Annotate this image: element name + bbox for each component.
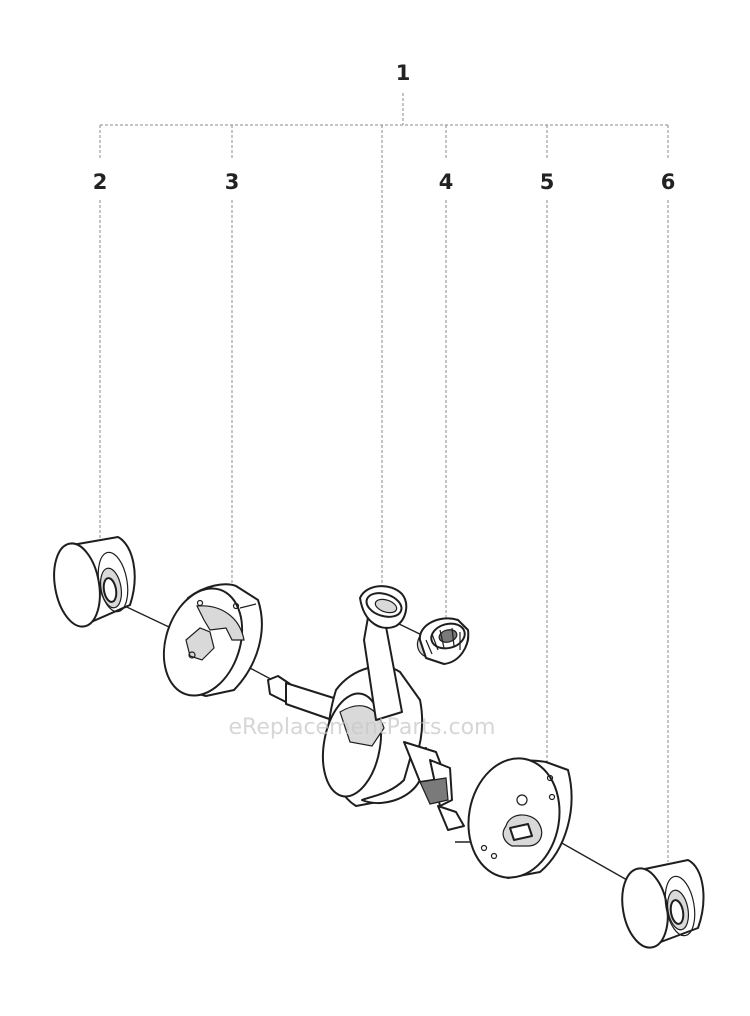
callout-1: 1 (396, 61, 411, 85)
callout-2: 2 (93, 170, 108, 194)
callout-3: 3 (225, 170, 240, 194)
watermark: eReplacementParts.com (229, 715, 496, 740)
crankshaft-icon (267, 585, 465, 831)
callout-6: 6 (661, 170, 676, 194)
callout-4: 4 (439, 170, 454, 194)
needle-bearing-icon (416, 617, 470, 665)
leader-lines (99, 93, 669, 862)
crankshaft-half-icon (162, 583, 263, 697)
ball-bearing-icon (621, 859, 705, 949)
callout-5: 5 (540, 170, 555, 194)
crankshaft-half-icon (467, 757, 573, 879)
ball-bearing-icon (53, 536, 136, 628)
